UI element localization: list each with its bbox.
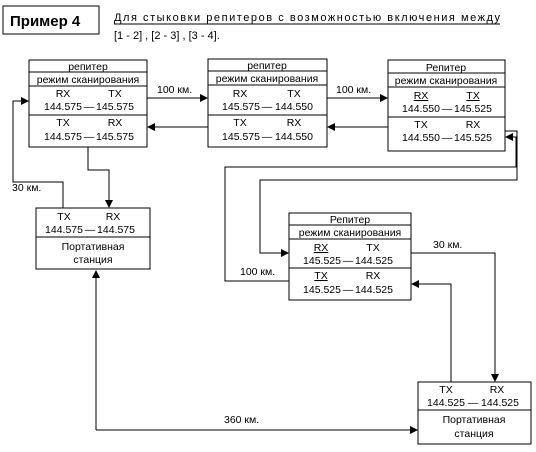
link-r1-to-station-1 bbox=[87, 147, 113, 208]
station-left-freq: 144.575 bbox=[45, 224, 83, 236]
top-dash: — bbox=[442, 103, 453, 115]
diagram-title: Пример 4 bbox=[10, 13, 81, 30]
repeater-name: репитер bbox=[68, 61, 108, 73]
description-line-2: [1 - 2] , [2 - 3] , [3 - 4]. bbox=[114, 30, 220, 42]
bottom-dash: — bbox=[343, 284, 354, 296]
title-frame bbox=[2, 5, 100, 35]
link-station-2-to-r4 bbox=[411, 280, 452, 382]
repeater-name: Репитер bbox=[330, 214, 370, 226]
repeater-mode: режим сканирования bbox=[216, 73, 319, 85]
top-right-freq: 145.525 bbox=[454, 103, 492, 115]
distance-station-2: 30 км. bbox=[433, 239, 462, 251]
bottom-right-freq: 145.575 bbox=[96, 131, 134, 143]
station-left-freq: 144.525 bbox=[427, 397, 465, 409]
top-dash: — bbox=[262, 101, 273, 113]
station-right-freq: 144.525 bbox=[481, 397, 519, 409]
repeater-3: Репитер режим сканирования RX TX 144.550… bbox=[387, 59, 506, 152]
bottom-left-freq: 145.575 bbox=[222, 131, 260, 143]
bottom-left-freq: 145.525 bbox=[303, 284, 341, 296]
repeater-mode: режим сканирования bbox=[37, 74, 140, 86]
top-right-freq: 144.550 bbox=[275, 101, 313, 113]
distance-long: 360 км. bbox=[224, 414, 259, 426]
station-dash: — bbox=[468, 397, 479, 409]
repeater-name: репитер bbox=[247, 60, 287, 72]
bottom-right-label: RX bbox=[466, 119, 481, 131]
top-right-label: TX bbox=[108, 88, 121, 100]
repeater-mode: режим сканирования bbox=[299, 227, 402, 239]
repeater-4: Репитер режим сканирования RX TX 145.525… bbox=[288, 212, 412, 301]
bottom-dash: — bbox=[84, 131, 95, 143]
top-left-freq: 144.550 bbox=[402, 103, 440, 115]
bottom-right-label: RX bbox=[366, 270, 381, 282]
bottom-left-label: TX bbox=[56, 117, 69, 129]
distance-station-1: 30 км. bbox=[12, 182, 41, 194]
link-r4-to-station-2 bbox=[411, 252, 499, 382]
top-right-label: TX bbox=[466, 90, 479, 102]
top-left-freq: 145.575 bbox=[222, 101, 260, 113]
bottom-left-label: TX bbox=[233, 117, 246, 129]
station-label-2: станция bbox=[454, 428, 493, 440]
repeater-1: репитер режим сканирования RX TX 144.575… bbox=[28, 59, 148, 148]
top-left-freq: 145.525 bbox=[303, 255, 341, 267]
repeater-2: репитер режим сканирования RX TX 145.575… bbox=[207, 58, 328, 148]
station-right-freq: 144.575 bbox=[97, 224, 135, 236]
link-station-1-to-r1 bbox=[12, 97, 64, 208]
top-dash: — bbox=[343, 255, 354, 267]
station-left-label: TX bbox=[439, 384, 452, 396]
top-right-label: TX bbox=[366, 242, 379, 254]
distance-1-2: 100 км. bbox=[157, 84, 192, 96]
bottom-left-label: TX bbox=[314, 270, 327, 282]
station-label-2: станция bbox=[73, 254, 112, 266]
bottom-right-label: RX bbox=[287, 117, 302, 129]
repeater-mode: режим сканирования bbox=[395, 75, 498, 87]
bottom-left-freq: 144.550 bbox=[402, 132, 440, 144]
top-left-label: RX bbox=[314, 242, 329, 254]
top-left-label: RX bbox=[414, 90, 429, 102]
station-left-label: TX bbox=[57, 211, 70, 223]
station-right-label: RX bbox=[106, 211, 121, 223]
portable-station-1: TX RX 144.575 — 144.575 Портативная стан… bbox=[35, 207, 151, 270]
distance-2-3: 100 км. bbox=[336, 84, 371, 96]
top-right-freq: 144.525 bbox=[355, 255, 393, 267]
bottom-left-label: TX bbox=[414, 119, 427, 131]
bottom-dash: — bbox=[442, 132, 453, 144]
distance-3-4: 100 км. bbox=[240, 266, 275, 278]
station-label-1: Портативная bbox=[443, 414, 506, 426]
description-line-1: Для стыковки репитеров с возможностью вк… bbox=[114, 12, 500, 24]
station-right-label: RX bbox=[490, 384, 505, 396]
bottom-right-freq: 144.550 bbox=[275, 131, 313, 143]
link-3-to-4 bbox=[259, 130, 518, 257]
bottom-right-freq: 144.525 bbox=[355, 284, 393, 296]
top-right-label: TX bbox=[287, 88, 300, 100]
link-4-to-3 bbox=[224, 133, 517, 282]
top-dash: — bbox=[84, 101, 95, 113]
bottom-right-freq: 145.525 bbox=[454, 132, 492, 144]
top-left-label: RX bbox=[233, 88, 248, 100]
station-label-1: Портативная bbox=[62, 241, 125, 253]
top-left-freq: 144.575 bbox=[44, 101, 82, 113]
top-left-label: RX bbox=[56, 88, 71, 100]
repeater-name: Репитер bbox=[426, 62, 466, 74]
top-right-freq: 145.575 bbox=[96, 101, 134, 113]
portable-station-2: TX RX 144.525 — 144.525 Портативная стан… bbox=[417, 381, 532, 445]
bottom-right-label: RX bbox=[108, 117, 123, 129]
bottom-left-freq: 144.575 bbox=[44, 131, 82, 143]
station-dash: — bbox=[85, 224, 96, 236]
bottom-dash: — bbox=[262, 131, 273, 143]
